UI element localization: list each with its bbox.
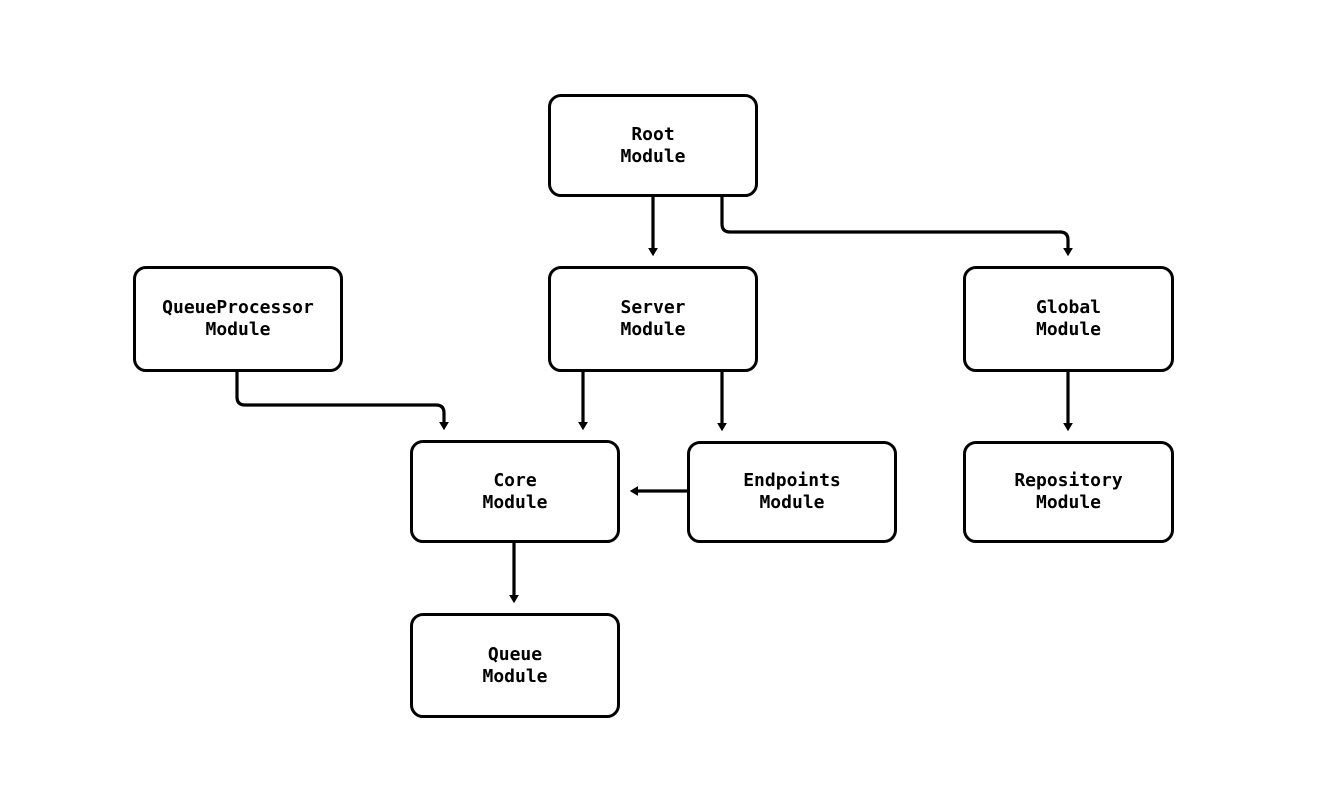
node-queueprocessor-module-label: QueueProcessor Module — [162, 297, 314, 340]
node-root-module-label: Root Module — [620, 123, 686, 167]
node-core-module[interactable]: Core Module — [410, 440, 620, 543]
edge-root-to-global — [720, 197, 1073, 257]
node-endpoints-module-label: Endpoints Module — [743, 470, 841, 513]
node-repository-module[interactable]: Repository Module — [963, 441, 1174, 543]
node-queue-module[interactable]: Queue Module — [410, 613, 620, 718]
node-endpoints-module[interactable]: Endpoints Module — [687, 441, 897, 543]
node-root-module[interactable]: Root Module — [548, 94, 758, 197]
node-repository-module-label: Repository Module — [1014, 470, 1123, 513]
node-server-module-label: Server Module — [620, 297, 686, 340]
edge-queueprocessor-to-core — [235, 372, 449, 431]
node-queueprocessor-module[interactable]: QueueProcessor Module — [133, 266, 343, 372]
node-queue-module-label: Queue Module — [482, 643, 548, 687]
node-core-module-label: Core Module — [482, 469, 548, 513]
node-global-module[interactable]: Global Module — [963, 266, 1174, 372]
node-global-module-label: Global Module — [1035, 297, 1102, 340]
node-server-module[interactable]: Server Module — [548, 266, 758, 372]
